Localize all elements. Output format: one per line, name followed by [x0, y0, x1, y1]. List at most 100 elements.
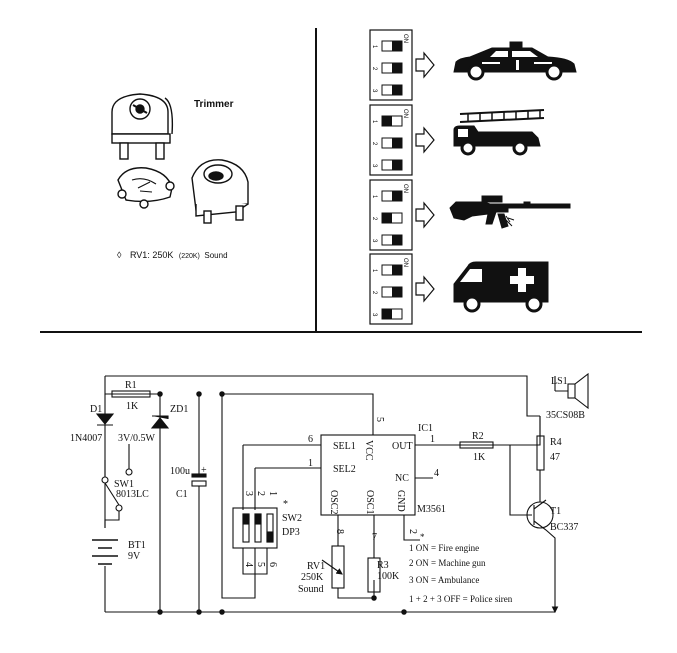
trimmer-caption: ◊ RV1: 250K (220K) Sound [117, 250, 228, 260]
T1-value: BC337 [550, 522, 578, 533]
dip-toggle-off [392, 63, 402, 73]
SW2-ref: SW2 [282, 513, 302, 524]
dip-position-label: 3 [371, 164, 377, 168]
D1-ref: D1 [90, 404, 102, 415]
ZD1-zener [150, 415, 170, 429]
R1-value: 1K [126, 401, 139, 412]
caption-end: Sound [204, 251, 227, 260]
trimmer-title: Trimmer [194, 99, 234, 110]
pin-out: OUT [392, 441, 413, 452]
C1-value: 100u [170, 466, 190, 477]
R4-wires [526, 392, 541, 502]
caption-diamond: ◊ [117, 250, 122, 260]
RV1-ref: RV1 [307, 561, 325, 572]
dip-position-label: 1 [371, 45, 377, 49]
BT1-ref: BT1 [128, 540, 146, 551]
dip-on-label: ON [402, 184, 408, 193]
pin-nc: NC [395, 473, 409, 484]
SW2-value: DP3 [282, 527, 300, 538]
RV1-potentiometer [331, 545, 345, 589]
pin-num-4: 4 [434, 468, 439, 479]
R2-ref: R2 [472, 431, 484, 442]
RV1-value: 250K [301, 572, 324, 583]
pin-osc2: OSC2 [328, 490, 339, 514]
schematic-labels: R1 1K D1 1N4007 ZD1 3V/0.5W SW1 8013LC B… [70, 376, 585, 595]
dip-position-label: 3 [371, 89, 377, 93]
pin-num-8: 8 [334, 529, 345, 534]
notes-star: * [420, 532, 425, 542]
police-car-icon [453, 41, 577, 81]
T1-ref: T1 [550, 506, 561, 517]
trimmer-upright-illustration [111, 93, 174, 160]
pin-num-7: 7 [372, 532, 377, 543]
switch-notes: * 1 ON = Fire engine 2 ON = Machine gun … [409, 532, 513, 604]
dip-toggle-on [382, 116, 392, 126]
RV1-wiper [321, 559, 343, 575]
SW2-star: * [283, 499, 288, 510]
sw2-pin-6: 6 [267, 562, 278, 567]
dip-toggle-on [382, 309, 392, 319]
dip-position-label: 2 [371, 291, 377, 295]
sw2-pin-1: 1 [267, 491, 278, 496]
D1-diode [95, 413, 115, 426]
dip-toggle-off [392, 191, 402, 201]
dip-position-label: 2 [371, 142, 377, 146]
R3-value: 100K [377, 571, 400, 582]
D1-value: 1N4007 [70, 433, 102, 444]
LS1-ref: LS1 [551, 376, 568, 387]
wire-top-rail [104, 375, 528, 612]
dip-toggle-off [392, 287, 402, 297]
arrow-right-icon [415, 275, 435, 303]
dip-position-label: 2 [371, 217, 377, 221]
fire-engine-icon [453, 109, 545, 156]
SW1-lever [104, 444, 130, 528]
SW1-ref: SW1 [114, 479, 134, 490]
schematic [92, 372, 589, 615]
C1-capacitor-plate [191, 480, 207, 487]
R4-ref: R4 [550, 437, 562, 448]
caption-main: RV1: 250K [130, 250, 173, 260]
trimmer-panel: Trimmer ◊ RV1: 250K (220K) Sound [111, 93, 249, 260]
R2-value: 1K [473, 452, 486, 463]
ambulance-icon [453, 261, 549, 313]
dip-toggle-off [392, 160, 402, 170]
LS1-speaker [567, 383, 576, 399]
pin-vcc: VCC [363, 440, 374, 461]
IC1-wires [222, 393, 541, 599]
BT1-value: 9V [128, 551, 141, 562]
dip-on-label: ON [402, 109, 408, 118]
sw2-pin-4: 4 [243, 562, 254, 567]
note-4: 1 + 2 + 3 OFF = Police siren [409, 594, 513, 604]
LS1-cone [554, 372, 589, 410]
junction-dots [157, 391, 407, 615]
R3-resistor [367, 557, 381, 593]
T1-leads [460, 444, 555, 612]
note-1: 1 ON = Fire engine [409, 543, 479, 553]
arrow-right-icon [415, 51, 435, 79]
IC1-body [320, 434, 416, 516]
dip-on-label: ON [402, 258, 408, 267]
dip-toggle-off [392, 138, 402, 148]
dip-position-label: 3 [371, 239, 377, 243]
SW1-contact-top [125, 468, 133, 476]
dip-position-label: 2 [371, 67, 377, 71]
SW1-contact-bottom [115, 504, 123, 512]
dip-toggle-off [392, 235, 402, 245]
pin-num-5: 5 [374, 417, 385, 422]
R3-ref: R3 [377, 560, 389, 571]
C1-polarity: + [201, 465, 207, 476]
dip-toggle-off [392, 41, 402, 51]
LS1-value: 35CS08B [546, 410, 585, 421]
ZD1-ref: ZD1 [170, 404, 188, 415]
caption-small: (220K) [179, 253, 200, 260]
pin-sel2: SEL2 [333, 464, 356, 475]
machine-gun-icon [449, 195, 571, 229]
dip-toggle-on [382, 213, 392, 223]
SW1-contact-mid [101, 476, 109, 484]
pin-sel1: SEL1 [333, 441, 356, 452]
SW2-bottom-wires [221, 394, 268, 599]
arrow-right-icon [415, 126, 435, 154]
